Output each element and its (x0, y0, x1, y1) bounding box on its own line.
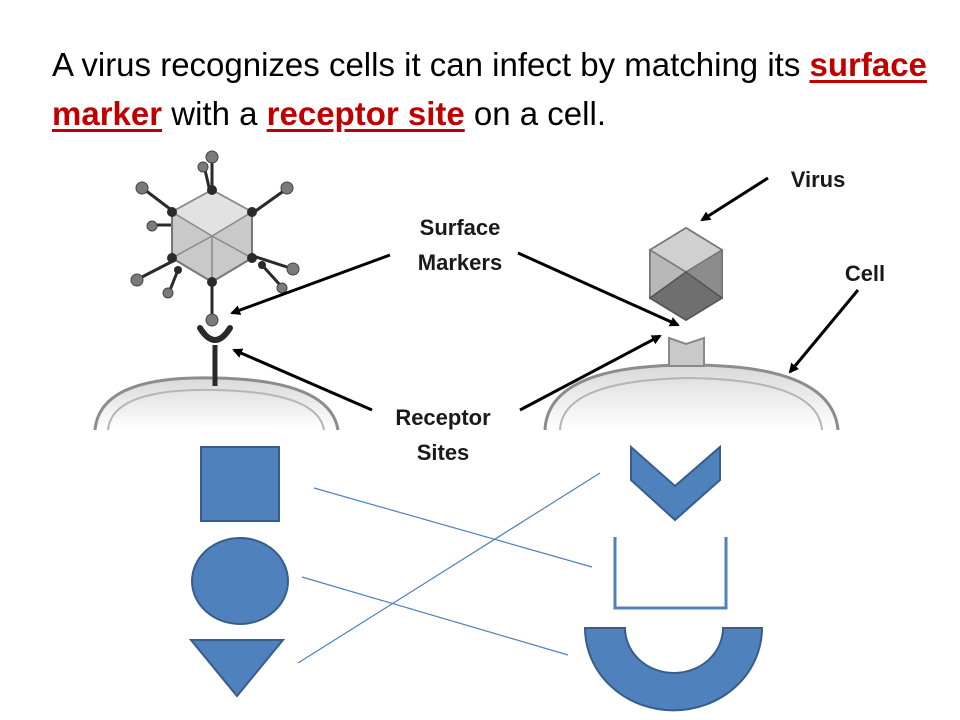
square-receptor (613, 537, 728, 610)
spike-markers (139, 160, 291, 316)
virus-arrow (700, 176, 769, 222)
receptor-arrow-right (519, 334, 662, 412)
cell-arrow (788, 289, 860, 374)
spike-heads (130, 150, 300, 327)
slide-title: A virus recognizes cells it can infect b… (52, 40, 932, 138)
receptor-shapes (583, 444, 764, 712)
surface-markers-line1: Surface (419, 215, 501, 240)
title-part-1: A virus recognizes cells it can infect b… (52, 46, 810, 83)
left-receptor-site (197, 325, 233, 386)
surface-marker-arrow-right (517, 251, 680, 327)
receptor-arrow-left (232, 348, 373, 412)
marker-shapes (188, 446, 289, 698)
receptor-sites-line2: Sites (416, 440, 470, 465)
title-part-3: on a cell. (464, 95, 606, 132)
surface-markers-label: Surface Markers (385, 210, 535, 280)
semicircle-receptor (583, 627, 764, 712)
receptor-sites-label: Receptor Sites (368, 400, 518, 470)
surface-marker-term: surface marker (52, 46, 927, 132)
match-line-square (313, 487, 593, 568)
receptor-sites-line1: Receptor (395, 405, 491, 430)
surface-marker-arrow-left (230, 253, 391, 315)
left-virus (130, 150, 300, 327)
label-arrows (230, 176, 860, 412)
circle-marker (191, 537, 289, 625)
chevron-receptor (630, 444, 721, 522)
right-virus (648, 226, 724, 322)
matching-lines (297, 472, 601, 664)
triangle-marker (188, 639, 286, 698)
virus-label: Virus (790, 167, 846, 192)
square-marker (200, 446, 280, 522)
cell-label: Cell (844, 261, 886, 286)
right-receptor-site (668, 336, 705, 367)
match-line-triangle (297, 472, 601, 664)
receptor-site-term: receptor site (266, 95, 465, 132)
surface-markers-line2: Markers (417, 250, 503, 275)
match-line-circle (301, 576, 569, 656)
title-part-2: with a (162, 95, 267, 132)
